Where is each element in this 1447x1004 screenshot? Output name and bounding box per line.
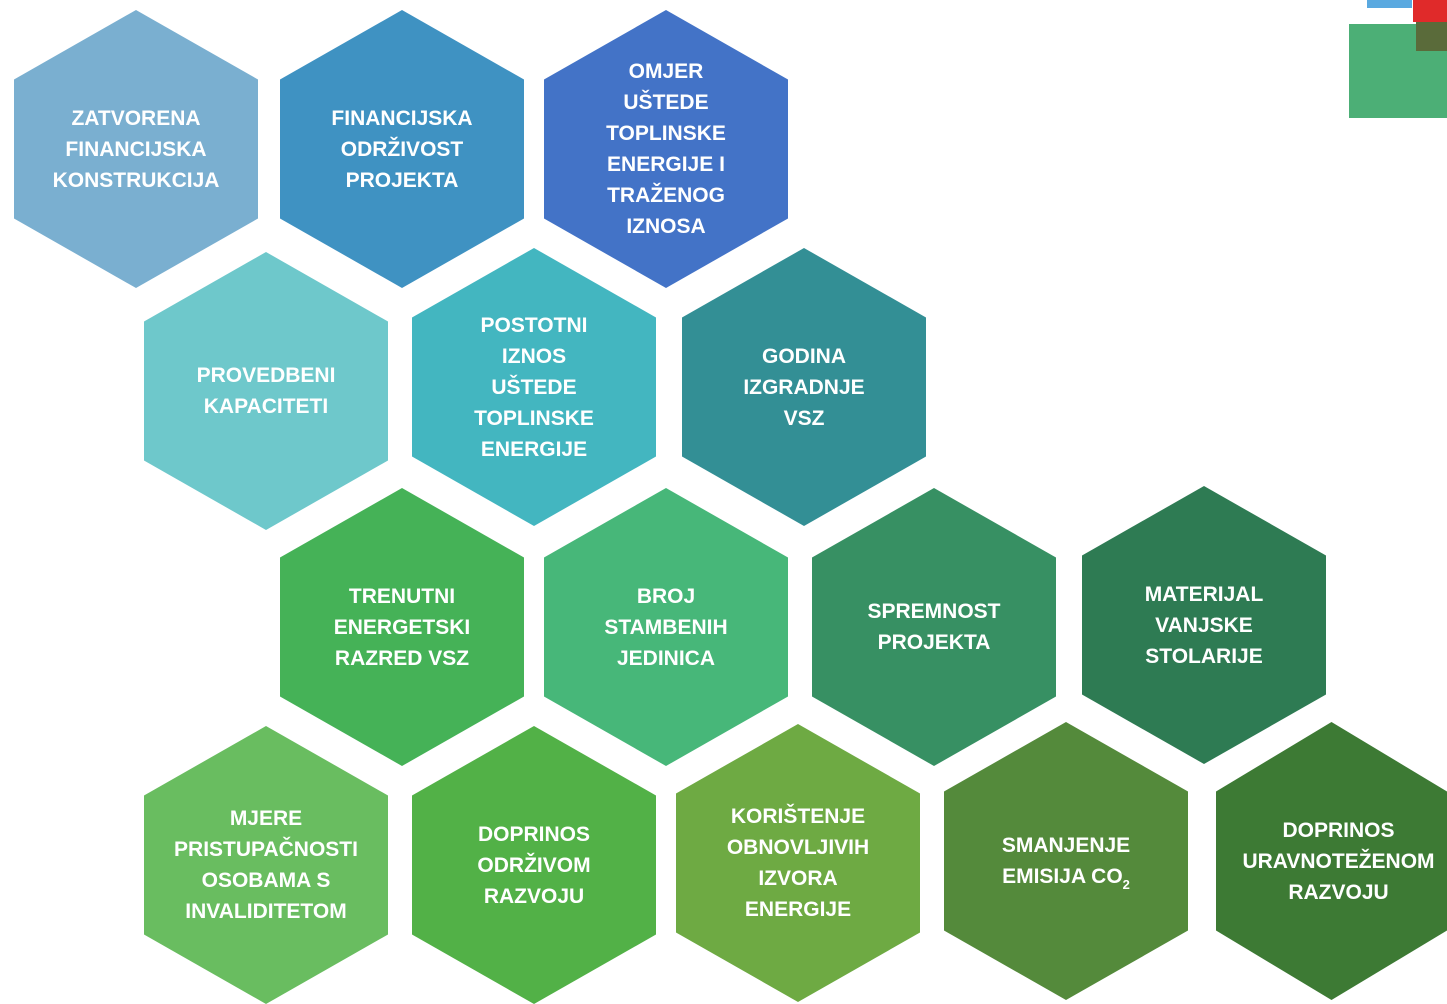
hex-label: MJERE PRISTUPAČNOSTI OSOBAMA S INVALIDIT… xyxy=(174,807,358,923)
hex-spremnost-projekta: SPREMNOST PROJEKTA xyxy=(812,488,1056,766)
hex-materijal-vanjske-stolarije: MATERIJAL VANJSKE STOLARIJE xyxy=(1082,486,1326,764)
logo-blue-block xyxy=(1367,0,1412,8)
hex-label-main: SMANJENJE EMISIJA CO xyxy=(1001,834,1131,888)
hex-label: BROJ STAMBENIH JEDINICA xyxy=(604,584,728,670)
hex-label: FINANCIJSKA ODRŽIVOST PROJEKTA xyxy=(331,106,473,192)
hex-label: KORIŠTENJE OBNOVLJIVIH IZVORA ENERGIJE xyxy=(726,805,870,921)
hex-label: OMJER UŠTEDE TOPLINSKE ENERGIJE I TRAŽEN… xyxy=(606,60,726,238)
hex-label: SPREMNOST PROJEKTA xyxy=(867,600,1001,654)
hex-label: GODINA IZGRADNJE VSZ xyxy=(743,344,865,430)
hex-label: ZATVORENA FINANCIJSKA KONSTRUKCIJA xyxy=(52,106,220,192)
hex-trenutni-energetski-razred: TRENUTNI ENERGETSKI RAZRED VSZ xyxy=(280,488,524,766)
hex-label: DOPRINOS URAVNOTEŽENOM RAZVOJU xyxy=(1242,818,1435,904)
hex-smanjenje-emisija-co2: SMANJENJE EMISIJA CO2 xyxy=(944,722,1188,1000)
co2-subscript: 2 xyxy=(1122,877,1130,892)
hex-godina-izgradnje-vsz: GODINA IZGRADNJE VSZ xyxy=(682,248,926,526)
hex-doprinos-odrzivom-razvoju: DOPRINOS ODRŽIVOM RAZVOJU xyxy=(412,726,656,1004)
hex-label: SMANJENJE EMISIJA CO2 xyxy=(1002,830,1130,892)
hex-omjer-ustede: OMJER UŠTEDE TOPLINSKE ENERGIJE I TRAŽEN… xyxy=(544,10,788,288)
hex-financijska-odrzivost-projekta: FINANCIJSKA ODRŽIVOST PROJEKTA xyxy=(280,10,524,288)
logo-dark-block xyxy=(1416,22,1447,51)
hex-label: POSTOTNI IZNOS UŠTEDE TOPLINSKE ENERGIJE xyxy=(474,313,594,461)
hex-label: PROVEDBENI KAPACITETI xyxy=(196,364,336,418)
hex-koristenje-obnovljivih-izvora: KORIŠTENJE OBNOVLJIVIH IZVORA ENERGIJE xyxy=(676,724,920,1002)
hex-zatvorena-financijska-konstrukcija: ZATVORENA FINANCIJSKA KONSTRUKCIJA xyxy=(14,10,258,288)
hex-mjere-pristupacnosti: MJERE PRISTUPAČNOSTI OSOBAMA S INVALIDIT… xyxy=(144,726,388,1004)
hex-doprinos-uravnotezenom-razvoju: DOPRINOS URAVNOTEŽENOM RAZVOJU xyxy=(1216,722,1447,1000)
hex-postotni-iznos-ustede: POSTOTNI IZNOS UŠTEDE TOPLINSKE ENERGIJE xyxy=(412,248,656,526)
hex-label: MATERIJAL VANJSKE STOLARIJE xyxy=(1144,582,1264,668)
hex-label: TRENUTNI ENERGETSKI RAZRED VSZ xyxy=(333,584,471,670)
hex-provedbeni-kapaciteti: PROVEDBENI KAPACITETI xyxy=(144,252,388,530)
hex-label: DOPRINOS ODRŽIVOM RAZVOJU xyxy=(477,822,591,908)
hex-broj-stambenih-jedinica: BROJ STAMBENIH JEDINICA xyxy=(544,488,788,766)
logo-red-block xyxy=(1413,0,1447,22)
